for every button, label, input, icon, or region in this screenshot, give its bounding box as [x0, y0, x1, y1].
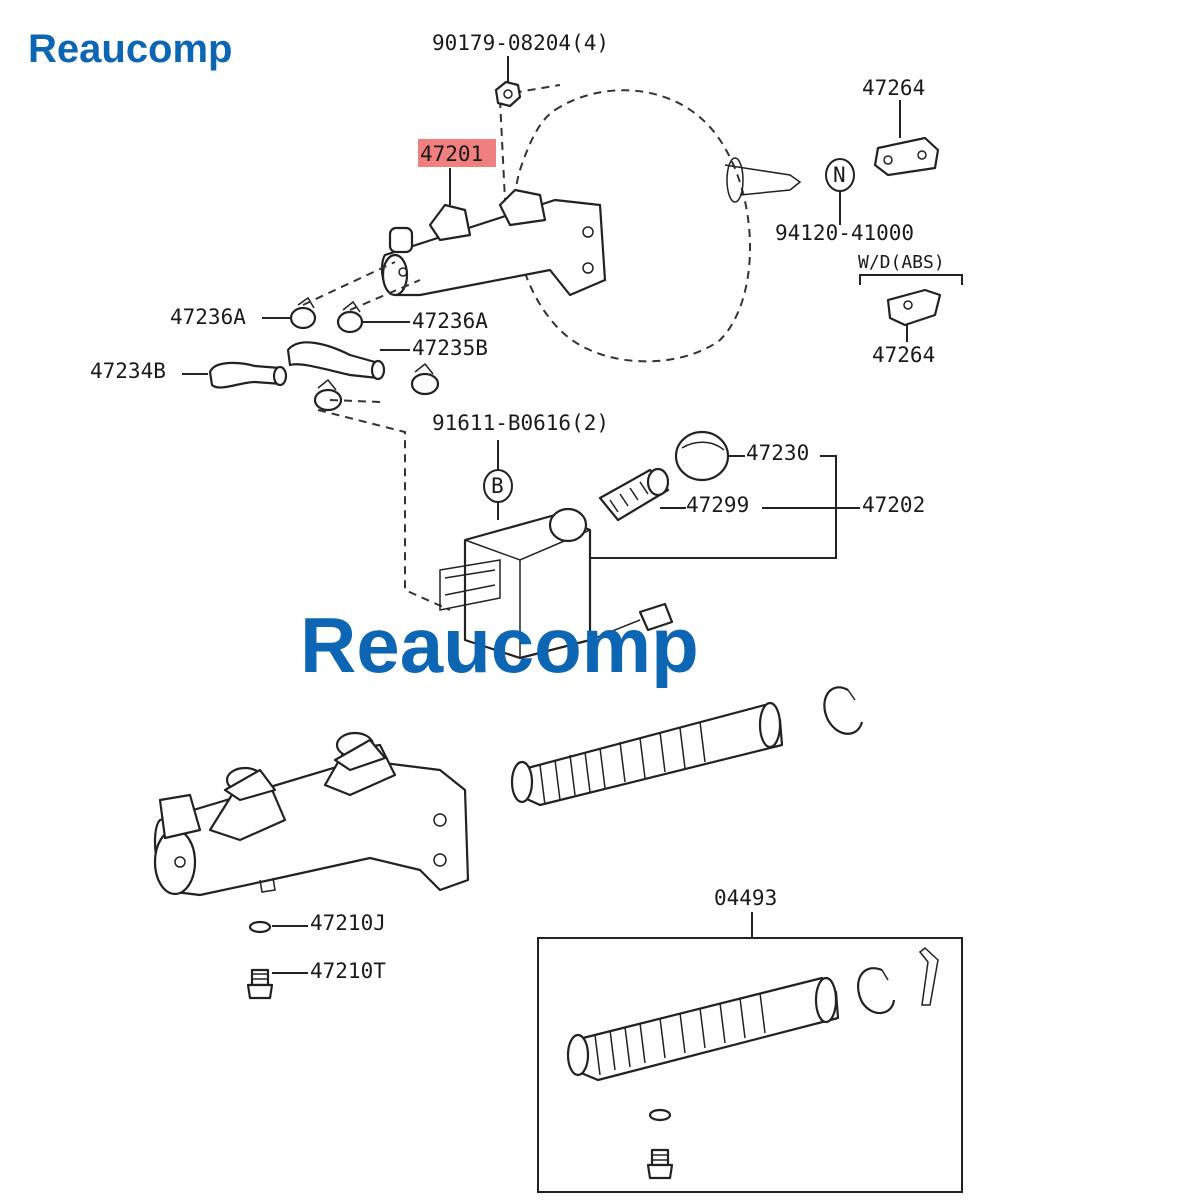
- master-cylinder-top-icon: [380, 188, 607, 297]
- label-94120-41000: 94120-41000: [775, 221, 914, 245]
- label-47210j: 47210J: [310, 911, 386, 935]
- hose-47234b-icon: [208, 361, 288, 389]
- clamp-47236a-right-icon: [336, 300, 364, 334]
- label-circle-n: N: [833, 163, 846, 187]
- master-cylinder-large-icon: [153, 731, 470, 897]
- reservoir-cap-47230-icon: [674, 430, 730, 482]
- kit-gasket-icon: [648, 1108, 672, 1122]
- brand-watermark: Reaucomp: [300, 601, 699, 689]
- label-47230: 47230: [746, 441, 809, 465]
- kit-piston-assembly-icon: [566, 976, 840, 1082]
- label-90179-08204: 90179-08204(4): [432, 31, 609, 55]
- label-47235b: 47235B: [412, 336, 488, 360]
- clamp-lower-right-icon: [410, 362, 440, 396]
- clamp-lower-left-icon: [313, 378, 343, 412]
- label-47236a-right: 47236A: [412, 309, 488, 333]
- label-04493: 04493: [714, 886, 777, 910]
- label-47236a-left: 47236A: [170, 305, 246, 329]
- brake-booster-outline: [499, 84, 802, 363]
- strainer-47299-icon: [598, 467, 670, 522]
- gasket-47210j-icon: [248, 920, 272, 934]
- label-91611-b0616: 91611-B0616(2): [432, 411, 609, 435]
- label-47299: 47299: [686, 493, 749, 517]
- label-47234b: 47234B: [90, 359, 166, 383]
- label-47264-top: 47264: [862, 76, 925, 100]
- kit-cotter-pin-icon: [918, 947, 939, 1006]
- brand-logo-top: Reaucomp: [28, 27, 233, 71]
- bracket-47264-bottom-icon: [886, 288, 942, 327]
- label-47264-bottom: 47264: [872, 343, 935, 367]
- label-circle-b: B: [491, 474, 504, 498]
- kit-snap-ring-icon: [857, 967, 896, 1015]
- bolt-47210t-icon: [246, 968, 274, 1000]
- highlight-47201: [418, 139, 496, 167]
- reservoir-tank-47202-icon: [439, 507, 674, 660]
- label-47202: 47202: [862, 493, 925, 517]
- label-wd-abs: W/D(ABS): [858, 252, 945, 273]
- hose-47235b-icon: [286, 341, 386, 381]
- kit-04493-box: [537, 937, 963, 1193]
- bracket-47264-top-icon: [873, 136, 940, 177]
- label-47201: 47201: [420, 142, 483, 166]
- clamp-47236a-left-icon: [289, 296, 317, 330]
- kit-bolt-icon: [646, 1148, 674, 1180]
- snap-ring-upper-icon: [823, 686, 864, 735]
- piston-assembly-icon: [510, 701, 784, 807]
- bolt-90179-icon: [494, 80, 522, 108]
- label-47210t: 47210T: [310, 959, 386, 983]
